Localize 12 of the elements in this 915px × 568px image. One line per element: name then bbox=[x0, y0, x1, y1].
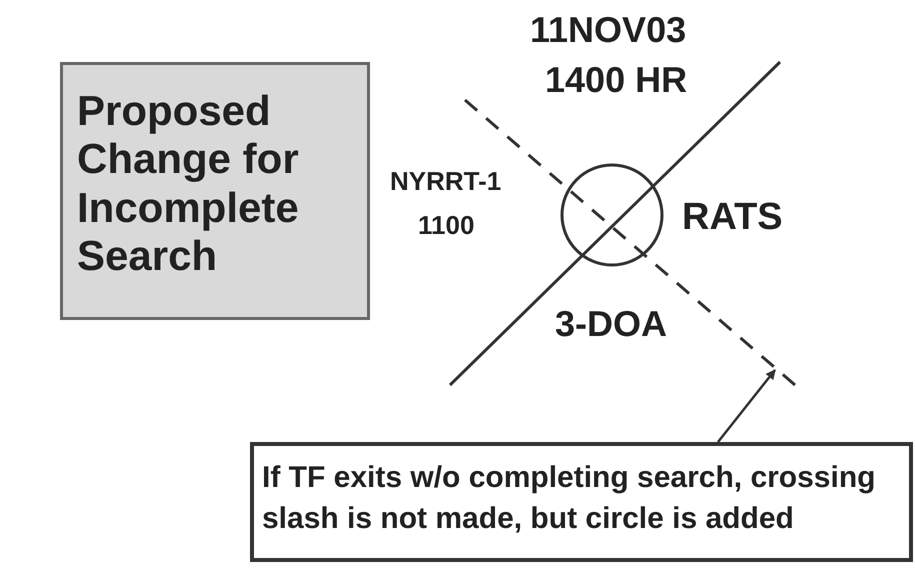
hazard-label: RATS bbox=[682, 198, 783, 236]
time-label: 1400 HR bbox=[545, 62, 688, 98]
time-label: 1100 bbox=[418, 212, 474, 238]
date-label: 11NOV03 bbox=[530, 12, 686, 48]
circle-mark bbox=[560, 164, 664, 266]
box-text: Proposed Change for Incomplete Search bbox=[77, 87, 300, 280]
victims-label: 3-DOA bbox=[555, 306, 668, 342]
note-box bbox=[250, 442, 913, 562]
title-box bbox=[60, 62, 370, 320]
box-text: If TF exits w/o completing search, crossing slash is not made, but circle is added bbox=[262, 460, 876, 536]
leader-arrow bbox=[717, 369, 776, 443]
team-label: NYRRT-1 bbox=[390, 168, 502, 194]
